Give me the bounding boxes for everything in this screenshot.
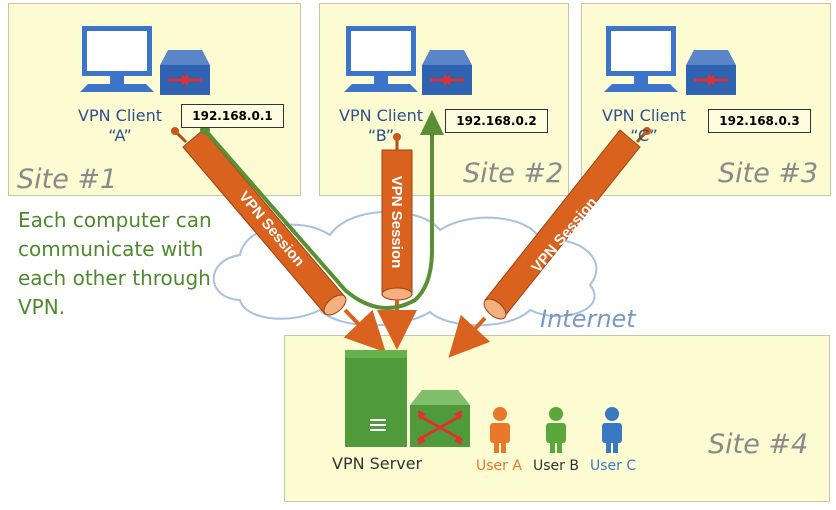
vpn-session-tube-a — [171, 127, 386, 353]
site-3-label: Site #3 — [718, 158, 819, 189]
computer-c-icon — [604, 26, 678, 92]
vpn-server-label: VPN Server — [332, 454, 423, 473]
vpn-session-label-b: VPN Session — [388, 176, 405, 269]
internet-label: Internet — [540, 305, 636, 333]
user-c-icon — [602, 407, 622, 453]
client-c-label: VPN Client “C” — [594, 106, 694, 146]
site-1-label: Site #1 — [17, 164, 118, 195]
vpn-session-tube-c — [448, 127, 651, 358]
computer-b-icon — [344, 26, 418, 92]
vpn-server-icon — [345, 350, 407, 447]
client-c-name: VPN Client — [602, 106, 686, 125]
client-a-name: VPN Client — [78, 106, 162, 125]
ip-address-a: 192.168.0.1 — [181, 104, 284, 128]
client-b-name: VPN Client — [339, 106, 423, 125]
virtual-hub-icon — [410, 390, 470, 447]
site-2-label: Site #2 — [463, 158, 564, 189]
user-b-icon — [546, 407, 566, 453]
client-b-id: “B” — [367, 126, 395, 145]
client-c-id: “C” — [630, 126, 658, 145]
ip-address-c: 192.168.0.3 — [708, 109, 811, 133]
vpn-adapter-a-icon — [160, 50, 210, 95]
caption-text: Each computer can communicate with each … — [18, 208, 212, 319]
site-1-box — [8, 3, 301, 196]
user-a-icon — [490, 407, 510, 453]
user-c-label: User C — [590, 458, 637, 474]
vpn-adapter-c-icon — [686, 50, 736, 95]
user-b-label: User B — [533, 458, 579, 474]
vpn-session-tube-b — [377, 133, 417, 350]
ip-address-b: 192.168.0.2 — [445, 109, 548, 133]
client-a-label: VPN Client “A” — [70, 106, 170, 146]
computer-a-icon — [80, 26, 154, 92]
vpn-adapter-b-icon — [422, 50, 472, 95]
client-b-label: VPN Client “B” — [331, 106, 431, 146]
client-a-id: “A” — [108, 126, 132, 145]
user-a-label: User A — [476, 458, 522, 474]
site-4-label: Site #4 — [708, 429, 809, 460]
